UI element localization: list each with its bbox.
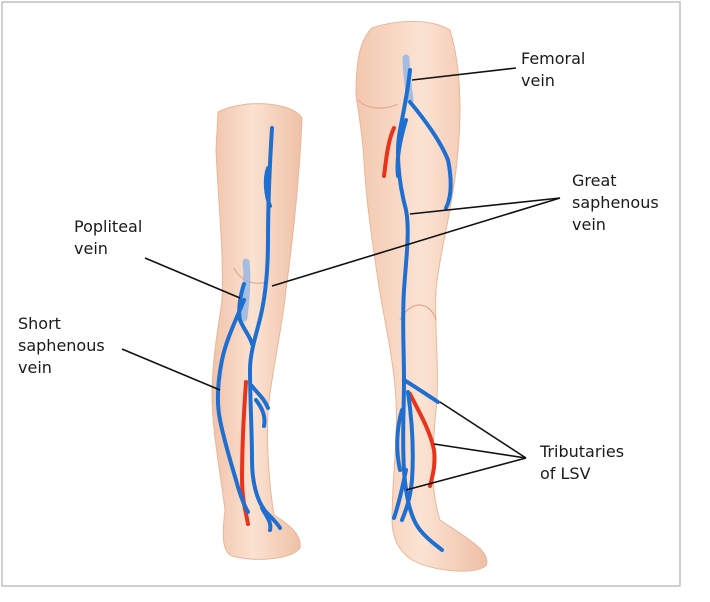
groin-crease [357, 99, 399, 109]
thigh-lateral-branch [408, 100, 453, 210]
tributary-anterior [400, 390, 415, 522]
leader-tributary-2 [433, 443, 527, 459]
leader-tributary-3 [405, 457, 527, 491]
tributary-upper [402, 378, 440, 404]
label-popliteal-line-1: Popliteal [74, 217, 143, 236]
leader-short [121, 348, 221, 391]
back-upper-branch [263, 166, 272, 208]
label-short-line-3: vein [18, 358, 52, 377]
label-popliteal-line-2: vein [74, 239, 108, 258]
label-short-line-2: saphenous [18, 336, 105, 355]
leader-femoral [411, 67, 517, 81]
tributary-lower [392, 468, 408, 520]
label-popliteal-vein: Popliteal vein [74, 216, 142, 260]
back-leg-veins [215, 126, 282, 532]
leader-popliteal [144, 257, 241, 299]
leg-front-view [355, 21, 488, 572]
thigh-artery [382, 126, 396, 178]
front-leg-veins [392, 68, 453, 552]
label-tributaries-of-lsv: Tributaries of LSV [540, 441, 624, 485]
label-great-line-1: Great [572, 171, 617, 190]
label-great-saphenous-vein: Great saphenous vein [572, 170, 659, 236]
label-short-saphenous-vein: Short saphenous vein [18, 313, 105, 379]
short-saphenous-vein [215, 298, 250, 514]
label-great-line-3: vein [572, 215, 606, 234]
label-femoral-line-1: Femoral [521, 49, 586, 68]
label-femoral-vein: Femoral vein [521, 48, 585, 92]
frame-border [1, 1, 681, 587]
leader-great-back [271, 197, 561, 287]
leader-great-front [409, 197, 561, 215]
popliteal-branch [237, 282, 254, 346]
back-ankle-branch [260, 506, 273, 532]
shin-artery [408, 392, 437, 488]
label-tributaries-line-2: of LSV [540, 464, 591, 483]
label-short-line-1: Short [18, 314, 61, 333]
tributary-middle [395, 408, 404, 472]
popliteal-deep-vein [240, 258, 251, 322]
label-femoral-line-2: vein [521, 71, 555, 90]
leader-lines [121, 67, 561, 491]
thigh-inner-branch [395, 118, 408, 178]
label-tributaries-line-1: Tributaries [540, 442, 625, 461]
label-great-line-2: saphenous [572, 193, 659, 212]
back-calf-branch-2 [254, 398, 267, 428]
back-calf-branch-1 [250, 384, 270, 410]
leader-tributary-1 [439, 401, 527, 459]
